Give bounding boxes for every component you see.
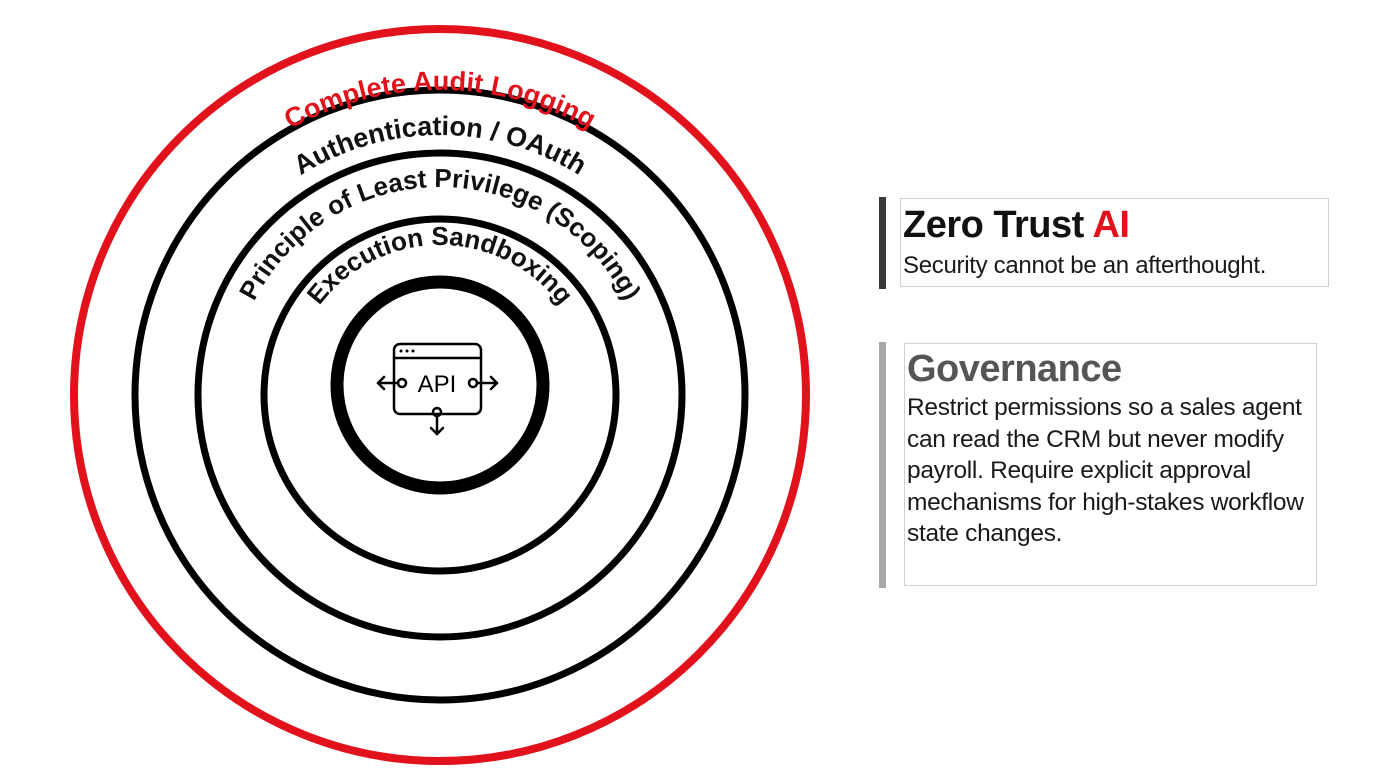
zero-trust-title: Zero Trust AI — [903, 201, 1328, 249]
zero-trust-box: Zero Trust AI Security cannot be an afte… — [900, 198, 1329, 287]
governance-box: Governance Restrict permissions so a sal… — [904, 343, 1317, 586]
ring-api-core — [330, 275, 550, 495]
zero-trust-card: Zero Trust AI Security cannot be an afte… — [879, 197, 1331, 289]
security-layers-diagram: Complete Audit Logging Authentication / … — [70, 25, 810, 765]
governance-accent-bar — [879, 342, 886, 588]
api-window-icon — [376, 342, 499, 436]
ring-authentication — [131, 86, 749, 704]
governance-body: Restrict permissions so a sales agent ca… — [907, 394, 1304, 547]
governance-card: Governance Restrict permissions so a sal… — [879, 342, 1319, 588]
zero-trust-title-accent: AI — [1092, 204, 1130, 246]
ring-least-privilege — [194, 149, 686, 641]
ring-execution-sandboxing — [260, 215, 620, 575]
zero-trust-accent-bar — [879, 197, 886, 289]
api-label: API — [418, 371, 457, 398]
governance-title: Governance — [907, 348, 1122, 390]
ring-audit-logging — [70, 25, 810, 765]
zero-trust-title-prefix: Zero Trust — [903, 204, 1084, 246]
label-execution-sandboxing: Execution Sandboxing — [301, 221, 580, 310]
zero-trust-subtitle: Security cannot be an afterthought. — [903, 252, 1267, 279]
